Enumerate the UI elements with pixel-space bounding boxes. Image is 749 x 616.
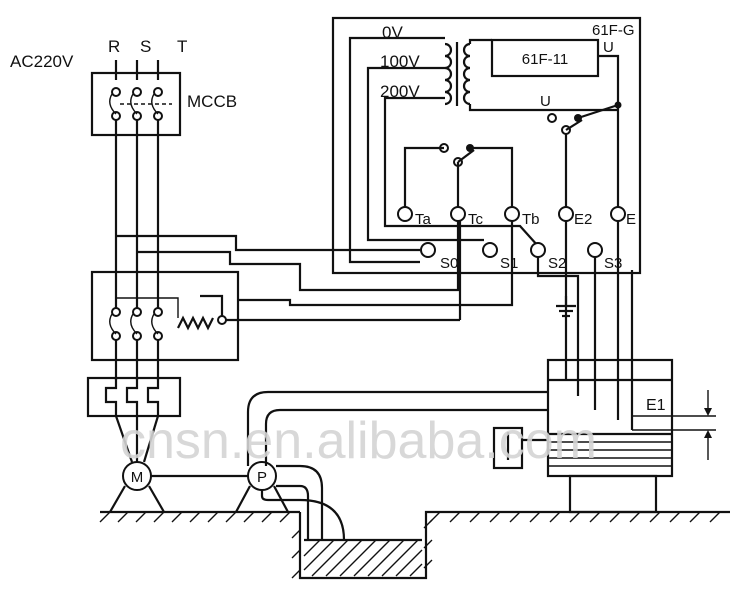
terminal-tb — [504, 206, 520, 222]
ground — [99, 510, 730, 580]
electrodes — [536, 221, 634, 430]
terminal-tc-label: Tc — [468, 211, 484, 228]
terminal-e2 — [558, 206, 574, 222]
wire-100v — [366, 66, 484, 242]
u-mid-label: U — [540, 93, 551, 110]
terminal-s2-label: S2 — [548, 255, 566, 272]
terminal-e — [610, 206, 626, 222]
mccb-contacts — [109, 87, 172, 121]
contactor-coil — [177, 221, 462, 331]
wire-0v — [348, 36, 445, 264]
motor-label: M — [131, 469, 144, 486]
pump-label: P — [257, 469, 267, 486]
terminal-s1-label: S1 — [500, 255, 518, 272]
watermark: cnsn.en.alibaba.com — [120, 412, 597, 470]
terminal-s3 — [587, 242, 603, 258]
terminal-s2 — [530, 242, 546, 258]
terminal-ta — [397, 206, 413, 222]
relay-contact — [457, 149, 475, 163]
wire-200v — [383, 96, 539, 247]
wire-supply-s0 — [116, 234, 420, 252]
terminal-s1 — [482, 242, 498, 258]
suction-pipe — [260, 464, 346, 541]
controller-box — [331, 16, 642, 275]
terminal-tc — [450, 206, 466, 222]
discharge-pipe — [246, 390, 548, 466]
overload-relay — [86, 376, 182, 418]
phase-s-label: S — [140, 37, 151, 56]
terminal-s0 — [420, 242, 436, 258]
breaker-label: MCCB — [187, 92, 237, 111]
overload-elements — [104, 378, 160, 416]
supply-label: AC220V — [10, 52, 74, 71]
terminal-s3-label: S3 — [604, 255, 622, 272]
tank — [546, 358, 674, 514]
tap-200v-label: 200V — [380, 82, 420, 101]
controller-group-label: 61F-G — [592, 22, 635, 39]
controller-model-label: 61F-11 — [522, 51, 568, 68]
terminal-e2-label: E2 — [574, 211, 592, 228]
contactor — [90, 270, 240, 362]
transformer — [444, 38, 618, 112]
controller-module — [490, 38, 600, 78]
phase-r-label: R — [108, 37, 120, 56]
tap-100v-label: 100V — [380, 52, 420, 71]
terminal-e-label: E — [626, 211, 636, 228]
electrode-e1-label: E1 — [646, 397, 666, 414]
sump-water — [303, 538, 423, 577]
tap-0v-label: 0V — [382, 23, 403, 42]
u-top-label: U — [603, 39, 614, 56]
terminal-ta-label: Ta — [415, 211, 432, 228]
wire-supply-tc — [137, 221, 460, 292]
phase-t-label: T — [177, 37, 187, 56]
contactor-contacts — [109, 297, 179, 341]
earth-symbol — [556, 296, 576, 318]
wire-tb — [238, 221, 514, 307]
terminal-tb-label: Tb — [522, 211, 540, 228]
level-dimension — [632, 390, 716, 460]
float-valve — [492, 426, 548, 470]
terminal-s0-label: S0 — [440, 255, 458, 272]
